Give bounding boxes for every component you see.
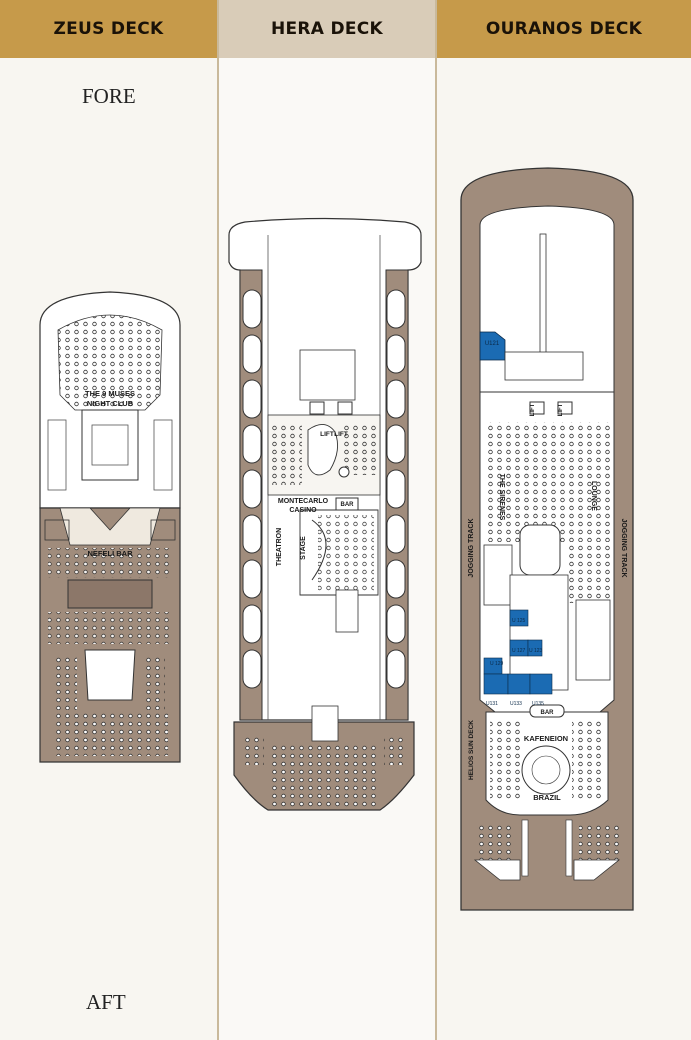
zeus-deck-plan: THE 9 MUSES NIGHT CLUB NEFELI BAR — [39, 291, 181, 763]
hera-lift-label-2: LIFT — [334, 431, 348, 438]
hera-deck-plan: LIFT LIFT MONTECARLO CASINO BAR THEATRON… — [228, 217, 422, 811]
ouranos-cabin-u121-label: U121 — [485, 341, 500, 347]
column-divider — [217, 0, 219, 1040]
ouranos-jogging-track-right-label: JOGGING TRACK — [620, 518, 627, 577]
zeus-night-club-label-2: NIGHT CLUB — [87, 399, 134, 408]
ouranos-lift-label-2: LIFT — [558, 403, 564, 416]
ouranos-lounge-label: LOUNGE — [590, 481, 597, 511]
ouranos-cabin-label: U135 — [532, 701, 544, 707]
ouranos-cabin-label: U 129 — [490, 661, 504, 667]
ouranos-deck-header: OURANOS DECK — [437, 0, 691, 58]
ouranos-deck-plan: U121 LIFT LIFT THE SIRENES LOUNGE JOGGIN… — [460, 167, 634, 911]
ouranos-cabin-label: U 127 — [512, 648, 526, 654]
hera-bar-label: BAR — [341, 502, 355, 508]
ouranos-lift-label: LIFT — [530, 403, 536, 416]
zeus-deck-header: ZEUS DECK — [0, 0, 217, 58]
hera-lift-label: LIFT — [320, 431, 334, 438]
ouranos-cabin-label: U 123 — [529, 648, 543, 654]
ouranos-sirenes-label: THE SIRENES — [498, 474, 505, 521]
hera-theatron-label: THEATRON — [276, 528, 283, 566]
ouranos-brazil-label: BRAZIL — [533, 793, 561, 802]
ouranos-jogging-track-left-label: JOGGING TRACK — [468, 518, 475, 577]
hera-casino-label: MONTECARLO — [278, 498, 329, 505]
ouranos-bar-label: BAR — [541, 710, 555, 716]
hera-stage-label: STAGE — [300, 536, 307, 560]
ouranos-cabin-label: U131 — [486, 701, 498, 707]
ouranos-cabin-label: U 125 — [512, 618, 526, 624]
zeus-night-club-label: THE 9 MUSES — [85, 389, 135, 398]
ouranos-cabin-label: U133 — [510, 701, 522, 707]
column-divider — [435, 0, 437, 1040]
ouranos-helios-sun-deck-label: HELIOS SUN DECK — [468, 720, 475, 780]
aft-label: AFT — [86, 990, 126, 1014]
hera-deck-header: HERA DECK — [219, 0, 435, 58]
ouranos-kafeneion-label: KAFENEION — [524, 734, 568, 743]
zeus-bar-label: NEFELI BAR — [88, 549, 134, 558]
hera-casino-label-2: CASINO — [289, 507, 317, 514]
fore-label: FORE — [82, 84, 136, 108]
